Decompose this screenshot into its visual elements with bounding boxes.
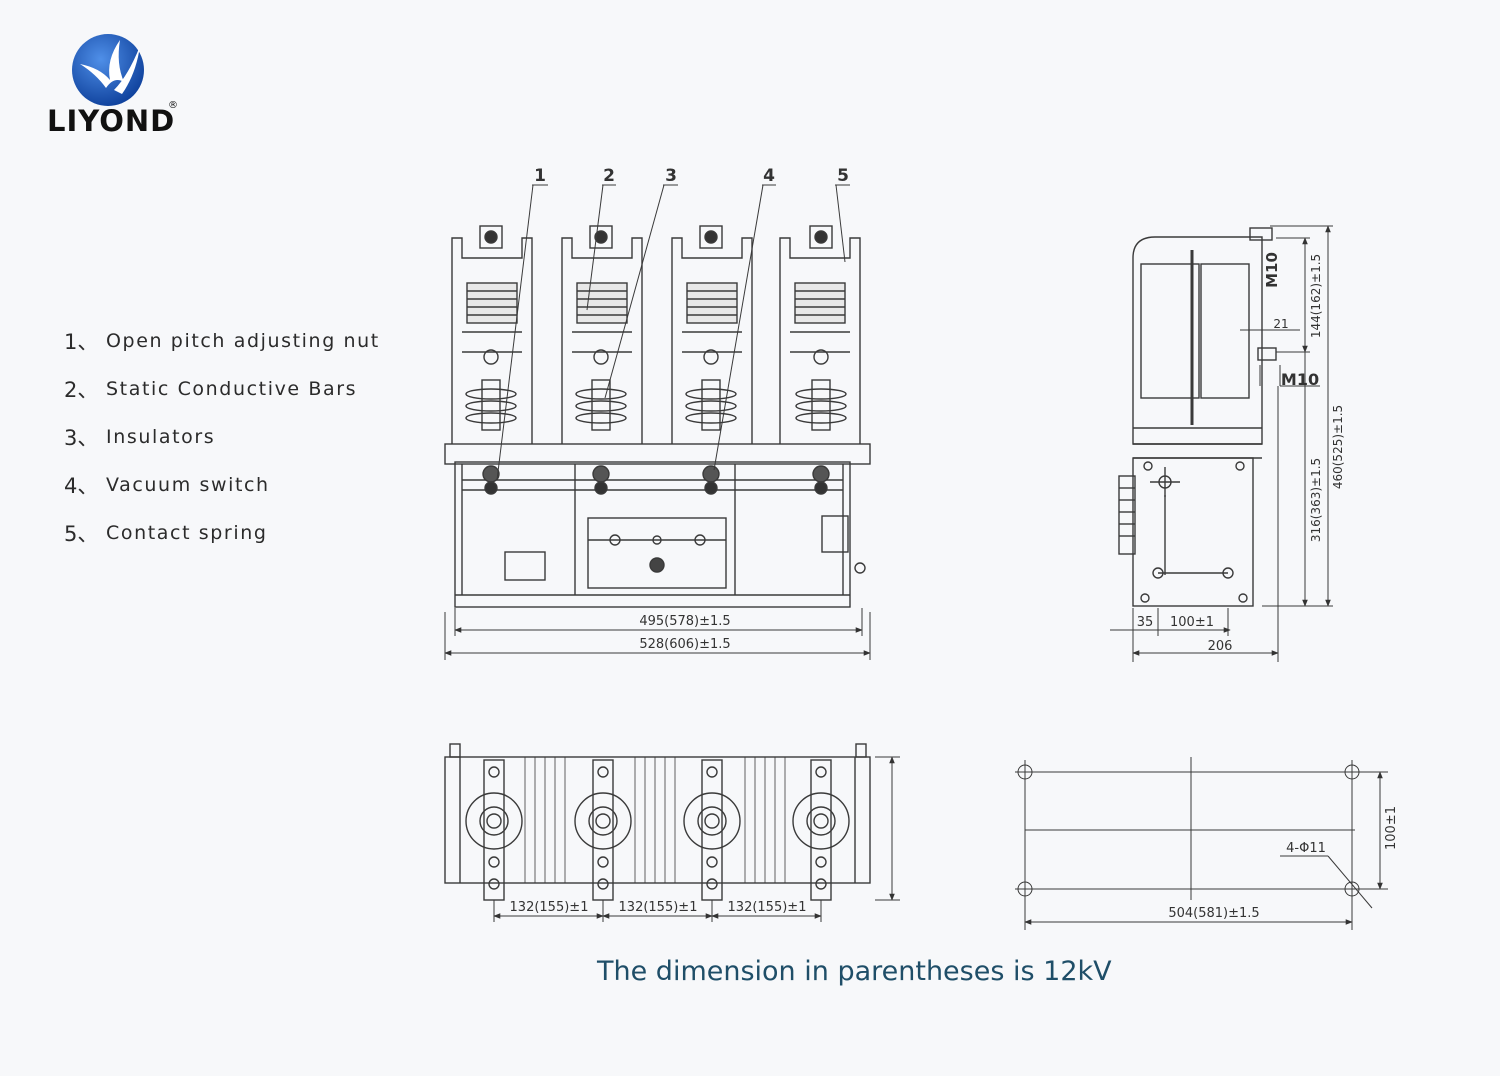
dim-pitch-3: 132(155)±1 bbox=[728, 900, 807, 915]
legend-number: 4、 bbox=[64, 474, 99, 498]
front-dimensions bbox=[444, 608, 871, 660]
pole-1 bbox=[451, 225, 533, 495]
top-pole-3 bbox=[683, 759, 741, 901]
dim-side-hole-spacing: 100±1 bbox=[1170, 615, 1214, 630]
pole-4 bbox=[779, 225, 861, 495]
top-pole-4 bbox=[792, 759, 850, 901]
dim-pitch-1: 132(155)±1 bbox=[510, 900, 589, 915]
dim-side-depth: 206 bbox=[1208, 639, 1233, 654]
dim-mount-holes: 4-Φ11 bbox=[1286, 841, 1326, 856]
dim-mid-bolt: M10 bbox=[1281, 370, 1319, 389]
callout-numbers: 1 2 3 4 5 bbox=[534, 166, 849, 186]
top-pole-1 bbox=[465, 759, 523, 901]
dim-front-inner-width: 495(578)±1.5 bbox=[639, 614, 730, 629]
legend-label: Open pitch adjusting nut bbox=[106, 330, 380, 352]
pole-2 bbox=[561, 225, 643, 495]
callout-4: 4 bbox=[763, 166, 775, 186]
side-dimension-labels: M10 M10 144(162)±1.5 21 316(363)±1.5 460… bbox=[1137, 252, 1345, 654]
legend-number: 1、 bbox=[64, 330, 99, 354]
top-dimension-labels: 132(155)±1 132(155)±1 132(155)±1 bbox=[510, 900, 807, 915]
legend-label: Contact spring bbox=[106, 522, 268, 544]
mounting-dimension-labels: 100±1 4-Φ11 504(581)±1.5 bbox=[1168, 806, 1399, 921]
brand-wordmark: LIYOND bbox=[47, 104, 176, 138]
legend-number: 5、 bbox=[64, 522, 99, 546]
legend-label: Insulators bbox=[106, 426, 216, 448]
dim-mount-depth: 100±1 bbox=[1384, 806, 1399, 850]
brand-logo: LIYOND ® bbox=[44, 30, 184, 140]
dim-side-offset: 21 bbox=[1273, 317, 1288, 331]
front-dimension-labels: 495(578)±1.5 528(606)±1.5 bbox=[639, 614, 730, 652]
front-view bbox=[444, 184, 871, 660]
callout-1: 1 bbox=[534, 166, 546, 186]
dim-front-outer-width: 528(606)±1.5 bbox=[639, 637, 730, 652]
top-pole-2 bbox=[574, 759, 632, 901]
callout-leaders bbox=[496, 184, 850, 481]
logo-swoosh-icon bbox=[72, 34, 144, 106]
legend-label: Static Conductive Bars bbox=[106, 378, 358, 400]
side-view bbox=[1110, 225, 1333, 662]
callout-5: 5 bbox=[837, 166, 849, 186]
dim-side-total-height: 460(525)±1.5 bbox=[1331, 405, 1345, 489]
side-dimensions bbox=[1110, 225, 1331, 662]
registered-mark: ® bbox=[168, 100, 178, 111]
legend-number: 2、 bbox=[64, 378, 99, 402]
dim-side-lower-height: 316(363)±1.5 bbox=[1309, 458, 1323, 542]
dim-side-left-offset: 35 bbox=[1137, 615, 1154, 630]
mounting-plan bbox=[1015, 757, 1388, 930]
top-view bbox=[444, 743, 900, 922]
dim-top-bolt: M10 bbox=[1263, 252, 1281, 288]
top-dimensions bbox=[493, 756, 900, 922]
dim-mount-width: 504(581)±1.5 bbox=[1168, 906, 1259, 921]
legend-number: 3、 bbox=[64, 426, 99, 450]
legend-label: Vacuum switch bbox=[106, 474, 270, 496]
dim-pitch-2: 132(155)±1 bbox=[619, 900, 698, 915]
callout-3: 3 bbox=[665, 166, 677, 186]
dimension-note: The dimension in parentheses is 12kV bbox=[597, 956, 1112, 987]
callout-2: 2 bbox=[603, 166, 615, 186]
pole-3 bbox=[671, 225, 753, 495]
dim-side-upper-height: 144(162)±1.5 bbox=[1309, 254, 1323, 338]
